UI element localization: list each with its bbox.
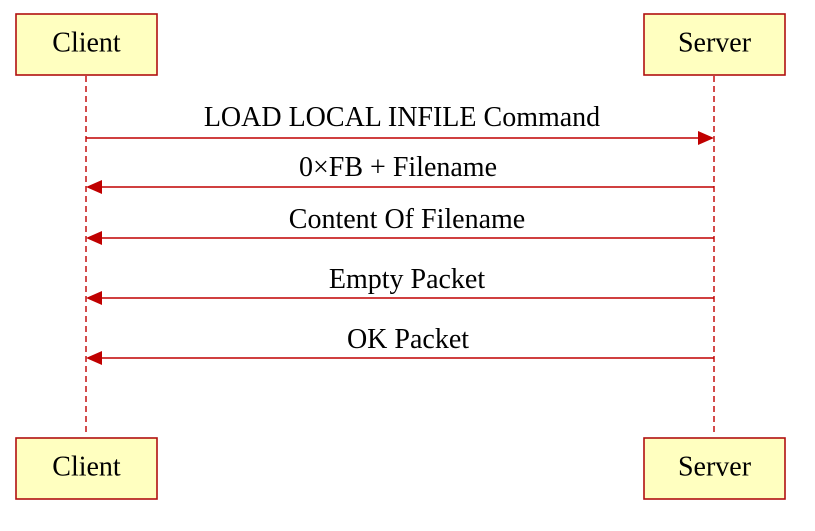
message-2-arrowhead: [86, 180, 102, 194]
server-box-top: [643, 13, 786, 76]
message-3-label: Content Of Filename: [289, 204, 525, 235]
server-participant-bottom: Server: [643, 437, 786, 500]
message-5-label: OK Packet: [347, 324, 469, 355]
server-label-bottom: Server: [678, 451, 752, 482]
message-5-arrowhead: [86, 351, 102, 365]
message-2-label: 0×FB + Filename: [299, 152, 497, 183]
server-box-bottom: [643, 437, 786, 500]
message-3-arrowhead: [86, 231, 102, 245]
message-5: OK Packet: [86, 324, 714, 365]
message-1-arrowhead: [698, 131, 714, 145]
server-label-top: Server: [678, 27, 752, 58]
client-participant-top: Client: [15, 13, 158, 76]
message-4-label: Empty Packet: [329, 264, 486, 295]
message-1: LOAD LOCAL INFILE Command: [86, 102, 714, 145]
client-label-bottom: Client: [52, 451, 121, 482]
message-3: Content Of Filename: [86, 204, 714, 245]
message-2: 0×FB + Filename: [86, 152, 714, 194]
message-1-label: LOAD LOCAL INFILE Command: [204, 102, 600, 133]
message-4-arrowhead: [86, 291, 102, 305]
client-label-top: Client: [52, 27, 121, 58]
message-4: Empty Packet: [86, 264, 714, 305]
client-box-top: [15, 13, 158, 76]
client-box-bottom: [15, 437, 158, 500]
server-participant-top: Server: [643, 13, 786, 76]
client-participant-bottom: Client: [15, 437, 158, 500]
